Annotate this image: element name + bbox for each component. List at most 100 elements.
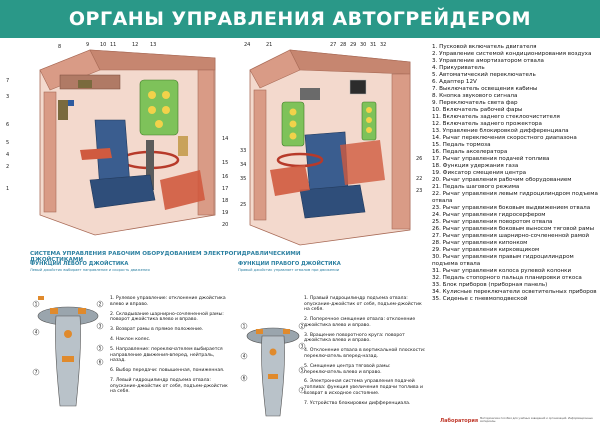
legend-item: 23. Рычаг управления боковым выдвижением… bbox=[432, 205, 591, 211]
legend-item: 10. Включатель рабочей фары bbox=[432, 107, 523, 113]
right-joystick-illustration: 1 2 3 4 5 6 7 bbox=[240, 322, 306, 417]
joystick-callout-marker bbox=[240, 352, 248, 360]
joystick-step: 5. Смещение центра тяговой рамы: переклю… bbox=[304, 363, 391, 375]
callout-number: 32 bbox=[380, 42, 386, 48]
joystick-callout-number: 1 bbox=[35, 302, 38, 307]
legend-item: 25. Рычаг управления поворотом отвала bbox=[432, 219, 553, 225]
joystick-callout-marker bbox=[96, 300, 104, 308]
header-bar: ОРГАНЫ УПРАВЛЕНИЯ АВТОГРЕЙДЕРОМ bbox=[0, 0, 600, 38]
joystick-callout-marker bbox=[96, 358, 104, 366]
joystick-step: 3. Возврат рамы в прямое положение. bbox=[110, 327, 204, 333]
callout-number: 4 bbox=[6, 152, 9, 158]
callout-number: 18 bbox=[222, 198, 228, 204]
callout-number: 28 bbox=[340, 42, 346, 48]
joystick-callout-number: 4 bbox=[35, 330, 38, 335]
legend-item: 6. Адаптер 12V bbox=[432, 79, 477, 85]
joystick-step: 4. Наклон колес. bbox=[110, 337, 151, 343]
joystick-callout-number: 3 bbox=[301, 344, 304, 349]
left-joystick-title: Функции левого джойстика bbox=[30, 261, 129, 267]
legend-item: 21. Педаль шагового режима bbox=[432, 184, 520, 190]
joystick-callout-marker bbox=[298, 366, 306, 374]
joystick-step: 2. Складывание шарнирно-сочлененной рамы… bbox=[110, 311, 224, 323]
callout-number: 3 bbox=[6, 94, 9, 100]
callout-number: 16 bbox=[222, 174, 228, 180]
left-joystick-steps: 1. Рулевое управление: отклонение джойст… bbox=[110, 296, 228, 399]
callout-number: 1 bbox=[6, 186, 9, 192]
callout-number: 23 bbox=[416, 188, 422, 194]
legend-item: 31. Рычаг управления колоса рулевой коло… bbox=[432, 268, 572, 274]
callout-number: 26 bbox=[416, 156, 422, 162]
legend-item: 16. Педаль акселератора bbox=[432, 149, 508, 155]
legend-item: 13. Управление блокировкой дифференциала bbox=[432, 128, 569, 134]
joystick-step: 2. Поперечное смещение отвала: отклонени… bbox=[304, 317, 416, 328]
joystick-callout-number: 1 bbox=[243, 324, 246, 329]
callout-number: 31 bbox=[370, 42, 376, 48]
callout-number: 7 bbox=[6, 78, 9, 84]
callout-number: 25 bbox=[240, 202, 246, 208]
joystick-step: 1. Правый гидроцилиндр подъема отвала: о… bbox=[304, 296, 422, 313]
legend-item: 2. Управление системой кондиционирования… bbox=[432, 51, 592, 57]
joystick-callout-number: 5 bbox=[301, 368, 304, 373]
joystick-step: 3. Вращение поворотного круга: поворот д… bbox=[304, 332, 405, 344]
joystick-callout-marker bbox=[298, 342, 306, 350]
joystick-callout-marker bbox=[298, 322, 306, 330]
right-joystick-steps: 1. Правый гидроцилиндр подъема отвала: о… bbox=[304, 296, 428, 411]
legend-item: 17. Рычаг управления подачей топлива bbox=[432, 156, 550, 162]
joystick-callout-marker bbox=[32, 328, 40, 336]
callout-number: 15 bbox=[222, 160, 228, 166]
legend-item: 3. Управление амортизатором отвала bbox=[432, 58, 544, 64]
callout-number: 19 bbox=[222, 210, 228, 216]
callout-number: 11 bbox=[110, 42, 116, 48]
legend-item: 32. Педаль стопорного пальца планировки … bbox=[432, 275, 582, 281]
left-cabin-illustration bbox=[39, 49, 216, 236]
callout-number: 33 bbox=[240, 148, 246, 154]
callout-number: 14 bbox=[222, 136, 228, 142]
joystick-callout-number: 2 bbox=[301, 324, 304, 329]
right-cabin-illustration bbox=[249, 49, 411, 246]
legend-item: 34. Кулисные переключатели осветительных… bbox=[432, 289, 597, 295]
joystick-callout-number: 5 bbox=[99, 346, 102, 351]
callout-number: 13 bbox=[150, 42, 156, 48]
callout-number: 21 bbox=[266, 42, 272, 48]
joystick-callout-number: 7 bbox=[301, 388, 304, 393]
legend-item: 26. Рычаг управления боковым выносом тяг… bbox=[432, 226, 595, 232]
callout-number: 22 bbox=[416, 176, 422, 182]
footer-brand: Лаборатория bbox=[440, 418, 479, 424]
joystick-callout-number: 3 bbox=[99, 324, 102, 329]
legend-item: 29. Рычаг управления кирковщиком bbox=[432, 247, 540, 253]
callout-number: 20 bbox=[222, 222, 228, 228]
joystick-callout-number: 4 bbox=[243, 354, 246, 359]
legend-item: 33. Блок приборов (приборная панель) bbox=[432, 282, 548, 288]
joystick-step: 6. Электронная система управления подаче… bbox=[304, 379, 423, 396]
callout-number: 27 bbox=[330, 42, 336, 48]
callout-number: 2 bbox=[6, 164, 9, 170]
legend-item: 28. Рычаг управления кипонком bbox=[432, 240, 528, 246]
right-joystick-note: Правый джойстик управляет отвалом при дв… bbox=[238, 268, 340, 272]
legend-item: 12. Включатель заднего прожектора bbox=[432, 121, 542, 127]
legend-item: 24. Рычаг управления гидросерфером bbox=[432, 212, 546, 218]
joystick-callout-number: 6 bbox=[243, 376, 246, 381]
legend-item: 19. Фиксатор смещения центра bbox=[432, 170, 527, 176]
footer-note: Методические пособия для учебных заведен… bbox=[480, 417, 593, 423]
joystick-callout-marker bbox=[32, 368, 40, 376]
legend-item: 20. Рычаг управления рабочим оборудовани… bbox=[432, 177, 572, 183]
joystick-callout-marker bbox=[240, 374, 248, 382]
callout-number: 35 bbox=[240, 176, 246, 182]
joystick-section-title: СИСТЕМА УПРАВЛЕНИЯ РАБОЧИМ ОБОРУДОВАНИЕМ… bbox=[30, 251, 301, 263]
legend-item: 8. Кнопка звукового сигнала bbox=[432, 93, 518, 99]
legend-item: 1. Пусковой включатель двигателя bbox=[432, 44, 537, 50]
joystick-callout-marker bbox=[240, 322, 248, 330]
callout-number: 34 bbox=[240, 162, 246, 168]
right-joystick-title: Функции правого джойстика bbox=[238, 261, 341, 267]
legend-item: 27. Рычаг управления шарнирно-сочлененно… bbox=[432, 233, 589, 239]
callout-number: 17 bbox=[222, 186, 228, 192]
legend-item: 4. Прикуриватель bbox=[432, 65, 485, 71]
legend-item: 18. Функция удержания газа bbox=[432, 163, 519, 169]
callout-number: 9 bbox=[86, 42, 89, 48]
legend-item: 11. Включатель заднего стеклоочистителя bbox=[432, 114, 560, 120]
joystick-step: 7. Левый гидроцилиндр подъема отвала: оп… bbox=[110, 378, 228, 395]
